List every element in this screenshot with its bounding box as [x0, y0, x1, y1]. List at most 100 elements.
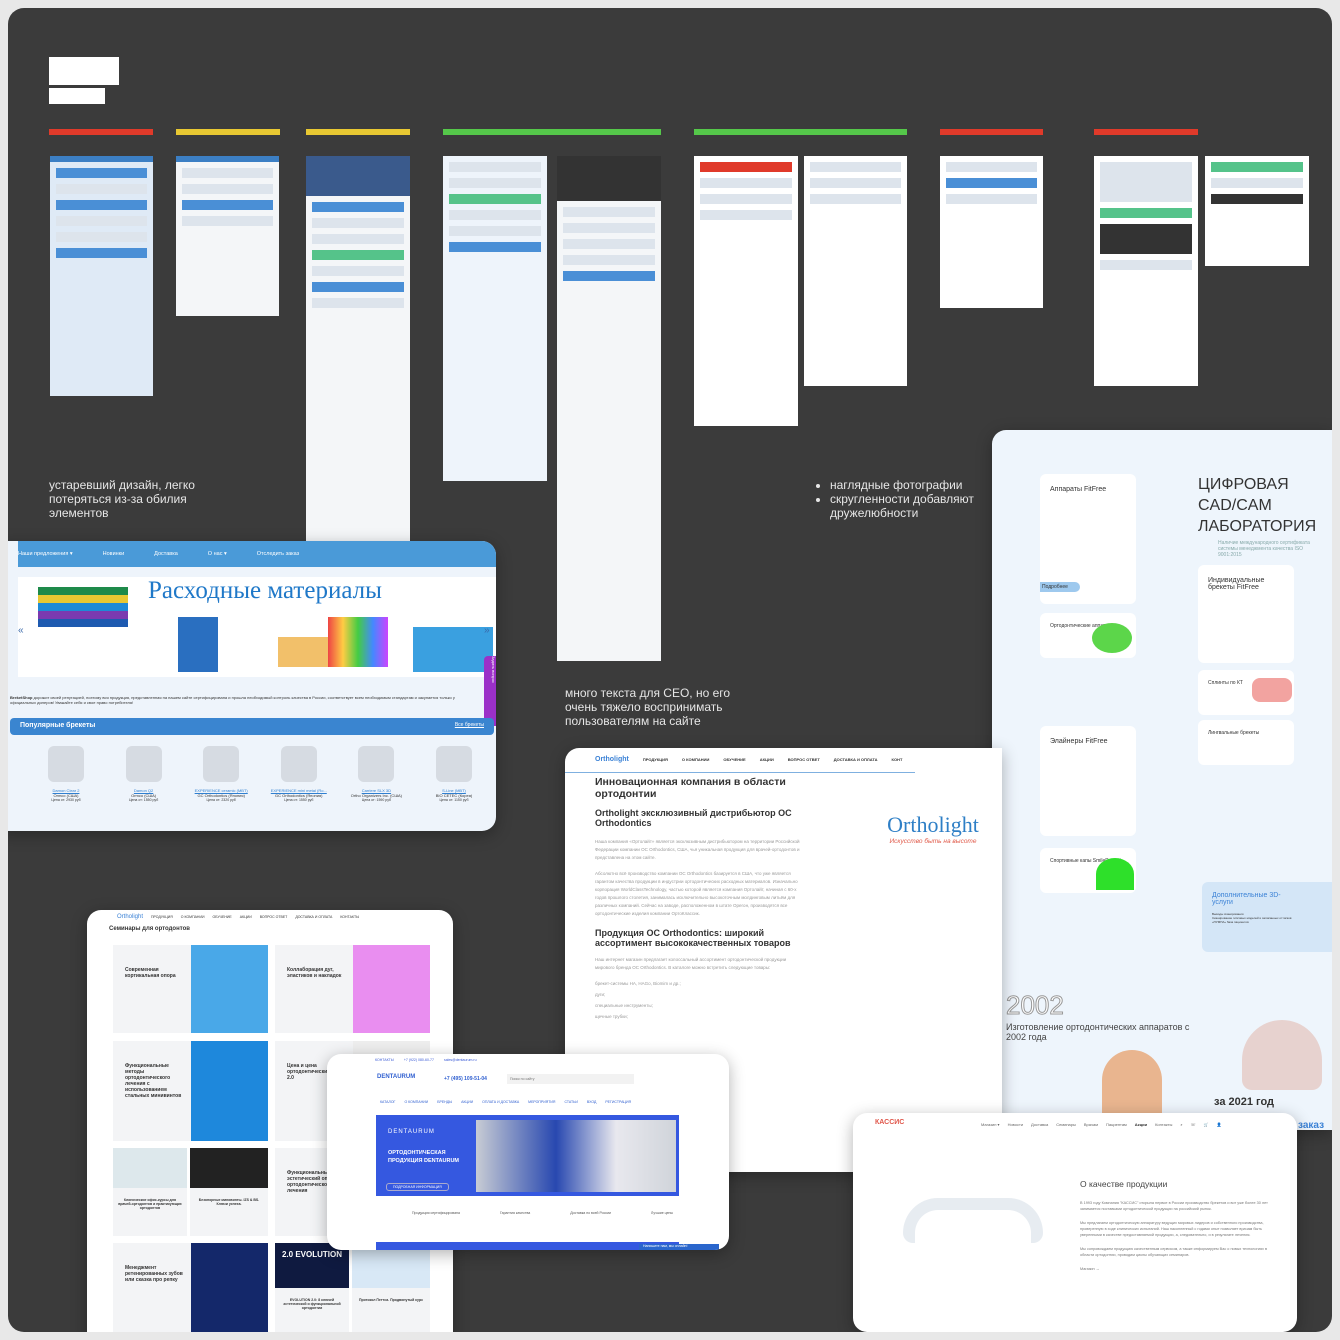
nav-item[interactable]: ВОПРОС ОТВЕТ	[787, 756, 820, 762]
lab-card[interactable]: Лингвальные брекеты	[1198, 720, 1294, 765]
appliance-photo	[1242, 1020, 1322, 1090]
banner-title: Расходные материалы	[148, 577, 382, 604]
shop-link[interactable]: Магазин →	[1080, 1267, 1100, 1271]
product-image	[203, 746, 240, 782]
nav-item[interactable]: ОБУЧЕНИЕ	[212, 915, 232, 919]
seminar-card[interactable]: Современная кортикальная опора	[113, 945, 268, 1033]
lab-title: ЦИФРОВАЯ	[1198, 476, 1289, 493]
more-info-button[interactable]: ПОДРОБНАЯ ИНФОРМАЦИЯ	[386, 1183, 449, 1191]
ask-question-tab[interactable]: Задать вопрос	[484, 656, 496, 726]
nav-item[interactable]: Пациентам	[1105, 1122, 1127, 1127]
nav-item[interactable]: СТАТЬИ	[564, 1100, 578, 1104]
nav-item[interactable]: Доставка	[154, 551, 178, 557]
logo[interactable]: Ortholight	[595, 755, 629, 763]
nav-item[interactable]: Доставка	[1031, 1122, 1049, 1127]
cart-icon[interactable]: 🛒	[1203, 1122, 1209, 1127]
site-thumbnail	[50, 156, 153, 396]
phone-icon[interactable]: ☏	[1190, 1122, 1196, 1127]
banner-title: ОРТОДОНТИЧЕСКАЯ ПРОДУКЦИЯ DENTAURUM	[388, 1150, 460, 1164]
user-icon[interactable]: 👤	[1216, 1122, 1222, 1127]
product-name[interactable]: Carriere SLX 3D	[361, 788, 392, 793]
phone[interactable]: +7 (495) 109-51-04	[444, 1076, 487, 1082]
nav-item[interactable]: КАТАЛОГ	[380, 1100, 396, 1104]
logo[interactable]: КАССИС	[875, 1119, 905, 1126]
nav-item[interactable]: О КОМПАНИИ	[404, 1100, 429, 1104]
seminar-card[interactable]: Коллаборация дуг, эластиков и накладок	[275, 945, 430, 1033]
nav-item[interactable]: О КОМПАНИИ	[180, 915, 205, 919]
nav-item[interactable]: КОНТАКТЫ	[340, 915, 360, 919]
search-icon[interactable]: ⌕	[1180, 1122, 1183, 1127]
nav-item[interactable]: Врачам	[1083, 1122, 1098, 1127]
nav-item[interactable]: Новинки	[102, 551, 125, 557]
nav-item[interactable]: АКЦИИ	[239, 915, 252, 919]
product-image	[125, 746, 162, 782]
product-name[interactable]: S-Line (MBT)	[442, 788, 466, 793]
seminar-card[interactable]: EVOLUTION 2.0: 8 ключей эстетической и ф…	[275, 1243, 349, 1332]
annotation-line: очень тяжело воспринимать	[565, 700, 723, 714]
nav-item[interactable]: Наши предложения ▾	[18, 551, 73, 557]
nav-item[interactable]: Магазин ▾	[981, 1122, 1000, 1127]
seminar-card[interactable]: Клинические офис-курсы для врачей-ортодо…	[113, 1148, 187, 1236]
nav-item[interactable]: Новости	[1007, 1122, 1024, 1127]
rating-bar-green	[443, 129, 661, 135]
chat-widget[interactable]: Напишите нам, мы онлайн!	[639, 1244, 719, 1250]
annotation-line: наглядные фотографии	[830, 478, 974, 492]
nav-item[interactable]: ВОПРОС ОТВЕТ	[259, 915, 288, 919]
lab-card[interactable]: Индивидуальные брекеты FitFree	[1198, 565, 1294, 663]
nav-item[interactable]: ДОСТАВКА И ОПЛАТА	[833, 756, 878, 762]
lab-card[interactable]: Сплинты по КТ	[1198, 670, 1294, 715]
nav-item[interactable]: ПРОДУКЦИЯ	[151, 915, 173, 919]
nav-item[interactable]: ПРОДУКЦИЯ	[642, 756, 668, 762]
nav-item[interactable]: О нас ▾	[207, 551, 227, 557]
nav-item[interactable]: БРЕНДЫ	[437, 1100, 453, 1104]
seminar-title: Менеджмент ретенированных зубов или сказ…	[125, 1265, 183, 1283]
product-card[interactable]: EXPERIENCE mini metal (Ro...GC Orthodont…	[263, 746, 335, 802]
all-brackets-link[interactable]: Все брекеты	[454, 722, 484, 728]
seminar-card[interactable]: Менеджмент ретенированных зубов или сказ…	[113, 1243, 268, 1332]
nav-item[interactable]: ОБУЧЕНИЕ	[723, 756, 746, 762]
lab-card[interactable]: Спортивные капы SmileProtect	[1040, 848, 1136, 893]
nav-item[interactable]: ДОСТАВКА И ОПЛАТА	[295, 915, 333, 919]
seminar-card[interactable]: Функциональные методы ортодонтического л…	[113, 1041, 268, 1141]
nav-item[interactable]: АКЦИИ	[759, 756, 774, 762]
nav-item[interactable]: ВХОД	[586, 1100, 597, 1104]
lab-card[interactable]: Элайнеры FitFree	[1040, 726, 1136, 836]
product-name[interactable]: Damon Clear 2	[52, 788, 80, 793]
nav-item[interactable]: Контакты	[1155, 1122, 1173, 1127]
next-arrow[interactable]: »	[484, 625, 490, 636]
seminar-card[interactable]: Безопорные минивинты. IZS & BS. Ключи ус…	[190, 1148, 268, 1236]
seminar-photo	[113, 1148, 187, 1188]
logo[interactable]: DENTAURUM	[377, 1074, 416, 1080]
rating-bar-red	[49, 129, 153, 135]
prev-arrow[interactable]: «	[18, 625, 24, 636]
nav-item[interactable]: О КОМПАНИИ	[681, 756, 710, 762]
seminar-card[interactable]: Протокол Петтса. Продвинутый курс	[352, 1243, 430, 1332]
logo[interactable]: Ortholight	[117, 914, 144, 920]
lab-card[interactable]: Ортодонтические аппараты	[1040, 613, 1136, 658]
nav-item[interactable]: Отследить заказ	[256, 551, 300, 557]
nav-item[interactable]: КОНТ	[891, 756, 903, 762]
feature: Доставка по всей России	[570, 1211, 612, 1215]
note-box	[49, 57, 119, 85]
product-card[interactable]: S-Line (MBT)BIO CETEC (Корея)Цена от: 11…	[418, 746, 490, 802]
nav-item[interactable]: Семинары	[1056, 1122, 1076, 1127]
site-thumbnail	[804, 156, 907, 386]
nav-item[interactable]: МЕРОПРИЯТИЯ	[528, 1100, 556, 1104]
nav-item[interactable]: Акции	[1134, 1122, 1148, 1127]
seminar-title: Протокол Петтса. Продвинутый курс	[358, 1298, 424, 1302]
product-card[interactable]: EXPERIENCE ceramic (MBT)GC Orthodontics …	[185, 746, 257, 802]
search-input[interactable]	[507, 1074, 634, 1084]
product-name[interactable]: Damon Q2	[133, 788, 154, 793]
nav-item[interactable]: ОПЛАТА И ДОСТАВКА	[482, 1100, 520, 1104]
product-image	[38, 587, 128, 627]
nav-item[interactable]: РЕГИСТРАЦИЯ	[605, 1100, 632, 1104]
product-name[interactable]: EXPERIENCE ceramic (MBT)	[194, 788, 248, 793]
nav-item[interactable]: АКЦИИ	[461, 1100, 474, 1104]
site-thumbnail	[443, 156, 547, 481]
product-name[interactable]: EXPERIENCE mini metal (Ro...	[270, 788, 327, 793]
product-price: Цена от: 2930 руб	[51, 798, 81, 802]
